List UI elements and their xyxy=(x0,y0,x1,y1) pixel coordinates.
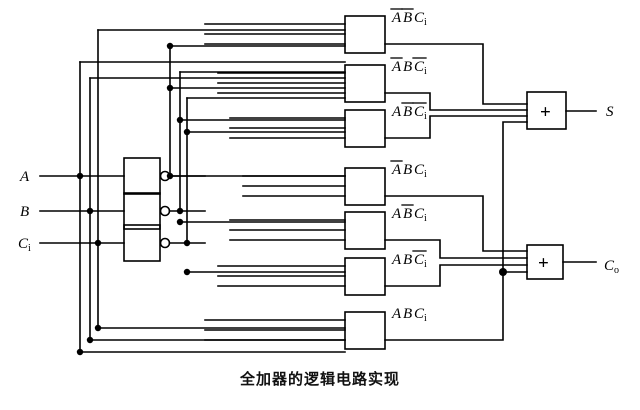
input-ci-label: Ci xyxy=(18,236,31,254)
and-gate-1-label: A B Ci xyxy=(390,8,427,28)
svg-text:B: B xyxy=(403,206,412,222)
and-gate-7-label: A B Ci xyxy=(391,306,427,324)
and-gate-5-label: A B Ci xyxy=(391,204,427,224)
svg-text:Ci: Ci xyxy=(414,252,427,270)
svg-text:Ci: Ci xyxy=(414,306,427,324)
junction-dots xyxy=(76,42,507,356)
svg-text:B: B xyxy=(403,252,412,268)
svg-text:B: B xyxy=(403,104,412,120)
svg-text:A: A xyxy=(391,10,402,26)
and-gate-7 xyxy=(344,311,386,350)
svg-text:B: B xyxy=(403,162,412,178)
input-b-label: B xyxy=(20,204,29,220)
or-carry-symbol: + xyxy=(538,253,549,274)
svg-text:A: A xyxy=(391,306,402,322)
svg-text:Ci: Ci xyxy=(414,206,427,224)
and-gate-5 xyxy=(344,211,386,250)
and-gate-2-label: A B Ci xyxy=(390,57,427,77)
svg-text:Ci: Ci xyxy=(414,10,427,28)
figure-caption: 全加器的逻辑电路实现 xyxy=(239,370,400,388)
and-gate-1 xyxy=(344,15,386,54)
and-gate-6-label: A B Ci xyxy=(391,250,427,270)
diagram-labels: A B Ci + + S Co xyxy=(18,102,619,276)
output-carry-label: Co xyxy=(604,258,619,276)
svg-text:A: A xyxy=(391,59,402,75)
svg-text:A: A xyxy=(391,206,402,222)
input-a-label: A xyxy=(19,169,30,185)
inverter-b xyxy=(123,192,206,230)
svg-text:A: A xyxy=(391,162,402,178)
or-gate-sum xyxy=(526,91,597,130)
and-gate-boxes xyxy=(344,15,386,350)
svg-text:Ci: Ci xyxy=(414,162,427,180)
and-gate-2 xyxy=(344,64,386,103)
product-term-labels: A B Ci A B Ci A B Ci A B Ci A B Ci xyxy=(390,8,427,324)
svg-text:A: A xyxy=(391,252,402,268)
sum-term-routing xyxy=(384,43,528,341)
carry-term-routing xyxy=(384,195,528,287)
or-sum-symbol: + xyxy=(540,102,551,123)
svg-text:B: B xyxy=(403,306,412,322)
svg-text:Ci: Ci xyxy=(414,59,427,77)
svg-text:B: B xyxy=(403,10,412,26)
or-gate-carry xyxy=(526,244,597,280)
output-sum-label: S xyxy=(606,104,614,120)
and-gate-input-stubs xyxy=(204,23,346,341)
svg-text:B: B xyxy=(403,59,412,75)
svg-text:A: A xyxy=(391,104,402,120)
inverter-ci xyxy=(123,224,206,262)
svg-text:Ci: Ci xyxy=(414,104,427,122)
and-gate-4 xyxy=(344,167,386,206)
and-gate-6 xyxy=(344,257,386,296)
and-gate-3 xyxy=(344,109,386,148)
and-gate-3-label: A B Ci xyxy=(391,102,427,122)
and-gate-4-label: A B Ci xyxy=(390,160,427,180)
complement-signal-buses xyxy=(169,45,346,273)
input-wires xyxy=(39,175,125,244)
true-signal-buses xyxy=(79,29,346,353)
